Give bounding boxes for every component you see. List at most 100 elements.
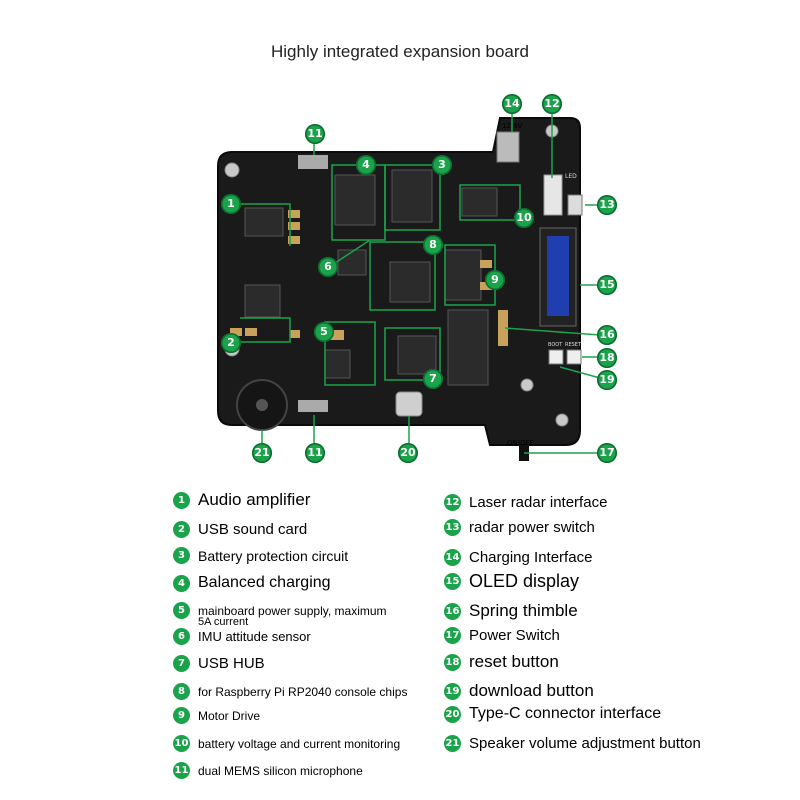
legend-text: Spring thimble	[469, 601, 578, 620]
callout-3: 3	[432, 155, 452, 175]
callout-4: 4	[356, 155, 376, 175]
callout-1: 1	[221, 194, 241, 214]
inductor	[324, 349, 351, 379]
legend-item-5: 5 mainboard power supply, maximum	[173, 602, 387, 619]
legend-badge: 1	[173, 491, 190, 509]
legend-badge: 13	[444, 519, 461, 536]
legend-badge: 15	[444, 573, 461, 590]
legend-item-13: 13 radar power switch	[444, 519, 595, 536]
callout-line	[559, 366, 601, 379]
legend-item-16: 16 Spring thimble	[444, 601, 578, 621]
callout-21: 21	[252, 443, 272, 463]
callout-line	[369, 241, 436, 311]
legend-item-21: 21 Speaker volume adjustment button	[444, 735, 701, 752]
callout-16: 16	[597, 325, 617, 345]
audio-amp-chip	[244, 207, 284, 237]
callout-10: 10	[514, 208, 534, 228]
legend-badge: 16	[444, 602, 461, 620]
callout-2: 2	[221, 333, 241, 353]
battery-prot-chip	[391, 169, 433, 223]
smd-part	[290, 330, 300, 338]
callout-13: 13	[597, 195, 617, 215]
legend-badge: 21	[444, 735, 461, 752]
legend-badge: 4	[173, 574, 190, 592]
legend-badge: 18	[444, 653, 461, 671]
smd-part	[480, 260, 492, 268]
smd-part	[245, 328, 257, 336]
legend-item-3: 3 Battery protection circuit	[173, 547, 348, 564]
legend-badge: 7	[173, 655, 190, 672]
legend-text: IMU attitude sensor	[198, 629, 311, 644]
legend-item-20: 20 Type-C connector interface	[444, 705, 661, 723]
legend-item-12: 12 Laser radar interface	[444, 494, 607, 511]
expansion-board: 12.6V LED BOOT RESET ON/OFF	[217, 110, 601, 461]
callout-5: 5	[314, 322, 334, 342]
oled-screen	[547, 236, 569, 316]
legend-item-14: 14 Charging Interface	[444, 549, 592, 566]
spring-pins	[498, 310, 508, 346]
imu-chip	[337, 249, 367, 276]
monitor-chip	[461, 187, 498, 217]
legend-badge: 19	[444, 682, 461, 700]
volume-knob-center	[256, 399, 268, 411]
legend-badge: 8	[173, 683, 190, 700]
mcu-chip	[389, 261, 431, 303]
legend-badge: 12	[444, 494, 461, 511]
smd-part	[288, 210, 300, 218]
callout-line	[240, 317, 291, 343]
legend-badge: 20	[444, 705, 461, 723]
legend-text: Speaker volume adjustment button	[469, 735, 701, 752]
legend-item-1: 1 Audio amplifier	[173, 490, 310, 510]
diagram-title: Highly integrated expansion board	[270, 42, 529, 61]
callout-line	[240, 203, 291, 246]
callout-8: 8	[423, 235, 443, 255]
callout-17: 17	[597, 443, 617, 463]
radar-switch	[567, 194, 583, 216]
legend-badge: 5	[173, 602, 190, 619]
mount-hole	[555, 413, 569, 427]
callout-19: 19	[597, 370, 617, 390]
legend-text: Laser radar interface	[469, 494, 608, 511]
legend-text: 5A current	[198, 616, 249, 628]
legend-text: download button	[469, 681, 594, 700]
legend-item-11: 11 dual MEMS silicon microphone	[173, 762, 363, 779]
callout-line	[324, 321, 376, 386]
legend-item-17: 17 Power Switch	[444, 627, 560, 644]
legend-item-8: 8 for Raspberry Pi RP2040 console chips	[173, 683, 407, 700]
legend-item-19: 19 download button	[444, 681, 594, 701]
smd-part	[230, 328, 242, 336]
legend-text: reset button	[469, 652, 559, 671]
legend-item-6: 6 IMU attitude sensor	[173, 628, 311, 645]
boot-label: BOOT	[548, 342, 563, 348]
callout-12: 12	[542, 94, 562, 114]
legend-text: battery voltage and current monitoring	[198, 736, 401, 751]
legend-text: Battery protection circuit	[198, 547, 349, 564]
callout-7: 7	[423, 369, 443, 389]
legend-text: Balanced charging	[198, 574, 331, 591]
callout-14: 14	[502, 94, 522, 114]
callout-line	[331, 239, 371, 266]
legend-item-2: 2 USB sound card	[173, 521, 307, 538]
legend-text: USB sound card	[198, 521, 308, 538]
callout-11-bottom: 11	[305, 443, 325, 463]
legend-item-18: 18 reset button	[444, 652, 559, 672]
legend-item-10: 10 battery voltage and current monitorin…	[173, 735, 400, 752]
onoff-label: ON/OFF	[507, 439, 534, 447]
led-label: LED	[565, 173, 577, 180]
legend-badge: 2	[173, 521, 190, 538]
legend-text: Charging Interface	[469, 549, 593, 566]
callout-9: 9	[485, 270, 505, 290]
driver-chip	[447, 309, 489, 386]
mount-hole	[520, 378, 534, 392]
legend-badge: 10	[173, 735, 190, 752]
legend-text: mainboard power supply, maximum	[198, 603, 387, 618]
legend-badge: 17	[444, 627, 461, 644]
reset-label: RESET	[565, 342, 582, 348]
smd-part	[288, 236, 300, 244]
callout-11-top: 11	[305, 124, 325, 144]
legend-badge: 3	[173, 547, 190, 564]
legend-text: dual MEMS silicon microphone	[198, 763, 363, 778]
usb-hub-chip	[397, 335, 437, 375]
boot-button	[548, 349, 564, 365]
callout-20: 20	[398, 443, 418, 463]
